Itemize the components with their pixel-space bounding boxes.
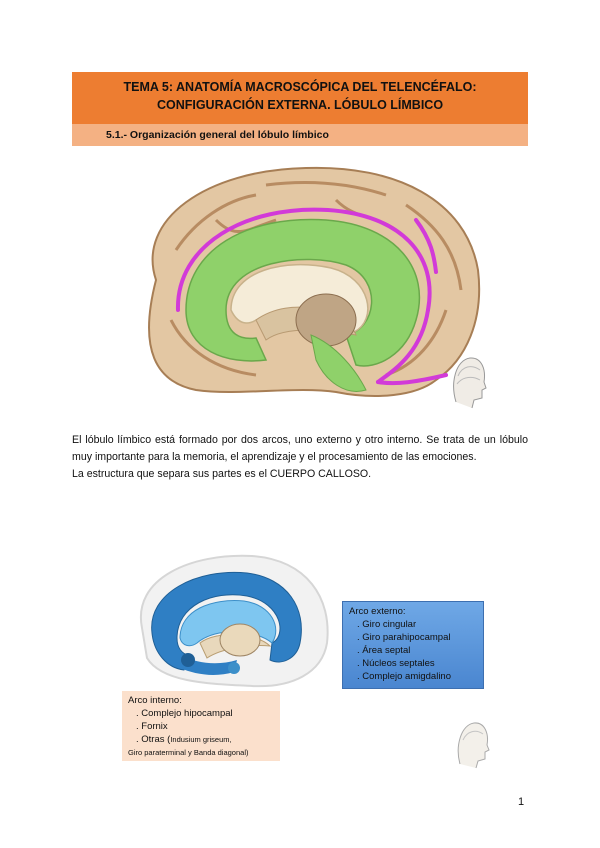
title-line-2: CONFIGURACIÓN EXTERNA. LÓBULO LÍMBICO (156, 98, 444, 112)
list-item: . Complejo amigdalino (357, 671, 451, 682)
list-item: . Complejo hipocampal (136, 708, 233, 719)
otras-label: . Otras ( (136, 734, 171, 745)
head-outline-icon (453, 357, 487, 409)
title-banner: TEMA 5: ANATOMÍA MACROSCÓPICA DEL TELENC… (72, 72, 528, 124)
list-item: . Núcleos septales (357, 658, 435, 669)
arco-interno-box: Arco interno: . Complejo hipocampal . Fo… (122, 691, 280, 761)
body-text: El lóbulo límbico está formado por dos a… (72, 432, 528, 483)
paragraph-corpus-callosum: La estructura que separa sus partes es e… (72, 468, 372, 480)
page-number: 1 (518, 796, 525, 808)
paragraph-limbic-intro: El lóbulo límbico está formado por dos a… (72, 434, 528, 463)
limbic-lobe-figure (116, 160, 485, 412)
title-line-1: TEMA 5: ANATOMÍA MACROSCÓPICA DEL TELENC… (123, 80, 477, 94)
otras-detail: Indusium griseum, (170, 735, 232, 744)
otras-close: ) (246, 748, 249, 757)
section-heading: 5.1.- Organización general del lóbulo lí… (72, 124, 528, 146)
list-item-otras: . Otras (Indusium griseum, (128, 733, 274, 746)
list-item: . Área septal (357, 645, 411, 656)
otras-detail-line2: Giro paraterminal y Banda diagonal) (128, 746, 274, 759)
list-item: . Giro parahipocampal (357, 632, 451, 643)
arco-interno-title: Arco interno: (128, 695, 182, 706)
arco-externo-box: Arco externo: . Giro cingular . Giro par… (342, 601, 484, 689)
arco-externo-title: Arco externo: (349, 606, 406, 617)
list-item: . Fornix (136, 721, 168, 732)
otras-line2-text: Giro paraterminal y Banda diagonal (128, 748, 246, 757)
limbic-arcs-figure (139, 554, 329, 688)
list-item: . Giro cingular (357, 619, 417, 630)
head-outline-icon (457, 722, 490, 769)
